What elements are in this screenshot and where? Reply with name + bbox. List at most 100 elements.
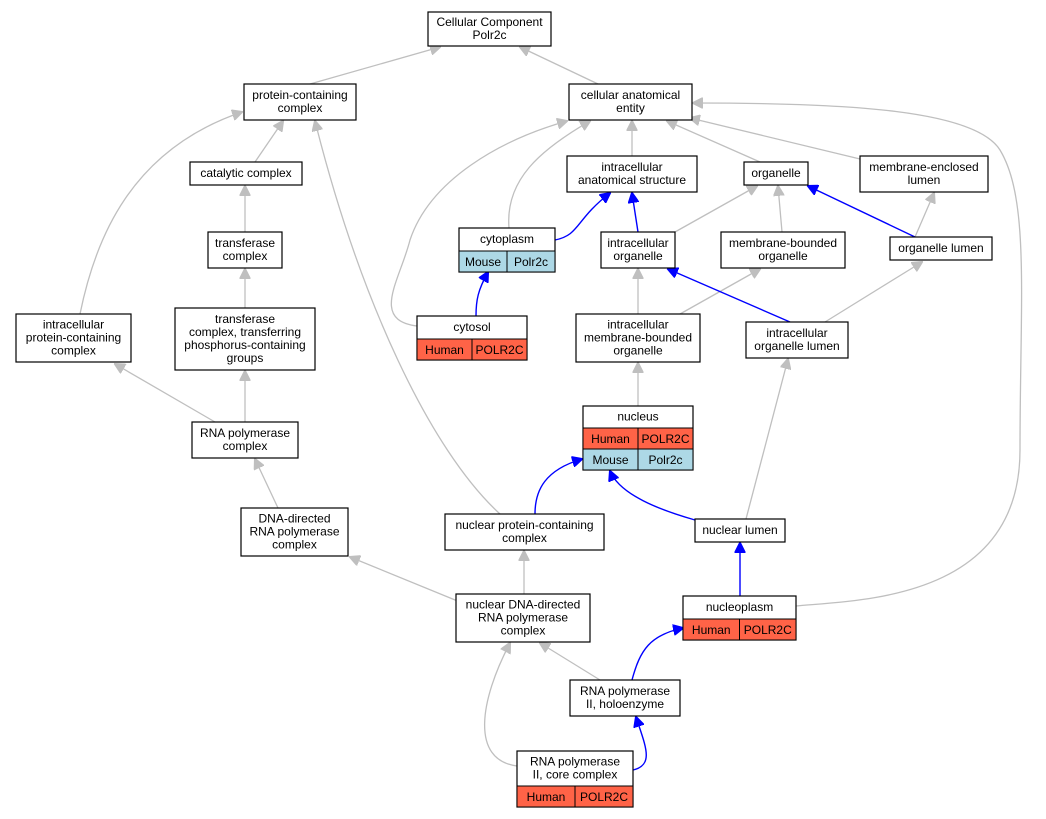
- node-label-line: DNA-directed: [258, 512, 330, 526]
- node-box: [743, 161, 809, 186]
- edge-gray-10: [315, 121, 501, 515]
- node-label-line: intracellular: [43, 318, 104, 332]
- node-ol[interactable]: organelle lumen: [889, 236, 993, 261]
- gene-label: Polr2c: [514, 255, 548, 269]
- node-box: [207, 231, 283, 269]
- node-label-line: RNA polymerase: [580, 684, 670, 698]
- node-label-line: entity: [616, 101, 645, 115]
- edge-gray-21: [778, 186, 782, 233]
- edge-gray-27: [693, 103, 1023, 607]
- node-box: [191, 421, 299, 459]
- node-box: [600, 231, 676, 269]
- node-box: [243, 83, 357, 121]
- node-label-line: catalytic complex: [200, 166, 291, 180]
- edge-gray-19: [390, 121, 567, 327]
- edge-gray-12: [540, 643, 601, 681]
- edge-gray-7: [79, 112, 242, 315]
- edge-blue-30: [808, 186, 916, 238]
- node-box: [189, 161, 303, 186]
- node-label-line: organelle lumen: [898, 241, 983, 255]
- gene-label: Polr2c: [648, 453, 682, 467]
- edge-blue-37: [632, 717, 647, 771]
- species-label: Mouse: [592, 453, 628, 467]
- node-label-line: II, holoenzyme: [586, 697, 664, 711]
- gene-cell: [506, 250, 556, 273]
- node-label-line: groups: [227, 351, 264, 365]
- node-label-line: intracellular: [766, 326, 827, 340]
- node-cat[interactable]: catalytic complex: [189, 161, 303, 186]
- gene-cell: [471, 338, 528, 361]
- edge-gray-16: [690, 118, 861, 160]
- node-label-line: membrane-bounded: [729, 236, 837, 250]
- node-label-line: membrane-bounded: [584, 331, 692, 345]
- node-label-line: Polr2c: [472, 28, 506, 42]
- node-label-line: membrane-enclosed: [869, 160, 978, 174]
- node-nl[interactable]: nuclear lumen: [694, 518, 786, 543]
- edge-blue-28: [554, 193, 610, 241]
- edge-gray-24: [824, 262, 922, 323]
- edge-gray-8: [255, 459, 279, 509]
- edge-gray-20: [674, 186, 757, 233]
- node-label-line: complex: [501, 624, 546, 638]
- node-label-line: transferase: [215, 236, 275, 250]
- node-label-line: intracellular: [607, 318, 668, 332]
- node-box: [174, 307, 316, 371]
- gene-label: POLR2C: [641, 432, 689, 446]
- edge-blue-34: [610, 471, 696, 521]
- node-box: [240, 507, 349, 557]
- edge-gray-9: [350, 557, 461, 603]
- gene-cell: [739, 618, 797, 641]
- node-label-line: RNA polymerase: [249, 525, 339, 539]
- edge-blue-31: [475, 272, 488, 317]
- edge-gray-1: [520, 47, 599, 85]
- node-label-line: nuclear lumen: [702, 523, 777, 537]
- node-box: [569, 679, 681, 717]
- edge-blue-36: [631, 628, 683, 681]
- node-box: [720, 231, 846, 269]
- edge-gray-15: [667, 121, 761, 163]
- species-label: Human: [425, 343, 464, 357]
- species-label: Human: [692, 623, 731, 637]
- gene-cell: [637, 448, 694, 471]
- node-label-line: complex: [502, 531, 547, 545]
- node-label-line: Cellular Component: [436, 15, 543, 29]
- node-box: [745, 321, 849, 359]
- edge-blue-32: [668, 269, 791, 323]
- node-box: [889, 236, 993, 261]
- edge-gray-0: [309, 47, 440, 85]
- edges-layer: [79, 47, 1023, 771]
- node-label-line: phosphorus-containing: [184, 338, 305, 352]
- edge-blue-29: [632, 193, 638, 233]
- node-label-line: organelle: [751, 166, 801, 180]
- node-box: [444, 513, 605, 551]
- node-box: [859, 155, 989, 193]
- node-org[interactable]: organelle: [743, 161, 809, 186]
- edge-blue-33: [534, 459, 582, 515]
- node-box: [566, 155, 698, 193]
- species-label: Mouse: [465, 255, 501, 269]
- node-box: [427, 11, 552, 47]
